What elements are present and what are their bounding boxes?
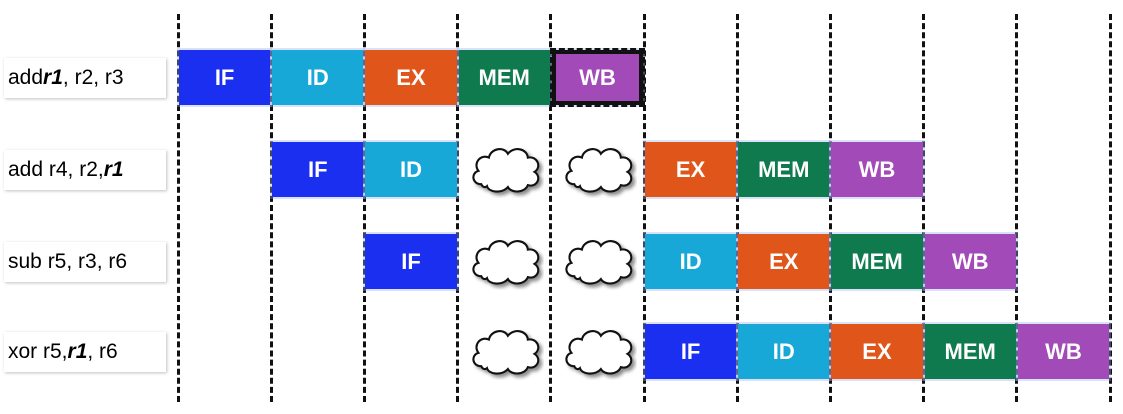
instruction-label: xor r5, r1, r6	[4, 331, 166, 372]
cycle-boundary-line	[362, 14, 366, 402]
instruction-label: sub r5, r3, r6	[4, 241, 166, 282]
instruction-label: add r1, r2, r3	[4, 57, 166, 98]
stage-ex: EX	[831, 324, 923, 379]
stage-mem: MEM	[738, 142, 830, 197]
stage-wb: WB	[831, 142, 923, 197]
stage-ex: EX	[645, 142, 737, 197]
stall-bubble-icon	[561, 140, 637, 203]
stage-mem: MEM	[924, 324, 1016, 379]
instruction-text: xor r5,	[8, 339, 68, 363]
cycle-boundary-line	[642, 14, 646, 402]
stage-wb: WB	[1017, 324, 1109, 379]
instruction-text: add r4, r2,	[8, 157, 104, 181]
cycle-boundary-line	[176, 14, 180, 402]
instruction-label: add r4, r2, r1	[4, 149, 166, 190]
stall-bubble-icon	[561, 232, 637, 295]
stage-ex: EX	[738, 234, 830, 289]
highlighted-register: r1	[67, 339, 88, 363]
stage-id: ID	[272, 50, 364, 105]
stage-wb: WB	[924, 234, 1016, 289]
stage-ex: EX	[365, 50, 457, 105]
cycle-boundary-line	[549, 14, 553, 402]
cycle-boundary-line	[456, 14, 460, 402]
cycle-boundary-line	[922, 14, 926, 402]
cycle-boundary-line	[269, 14, 273, 402]
stall-bubble-icon	[561, 322, 637, 385]
stall-bubble-icon	[468, 140, 544, 203]
stage-if: IF	[645, 324, 737, 379]
instruction-text: sub r5, r3, r6	[8, 249, 128, 273]
cycle-boundary-line	[1108, 14, 1112, 402]
highlighted-register: r1	[43, 65, 63, 89]
instruction-text: , r6	[87, 339, 118, 363]
instruction-text: , r2, r3	[62, 65, 124, 89]
stage-if: IF	[272, 142, 364, 197]
cycle-boundary-line	[828, 14, 832, 402]
stage-if: IF	[365, 234, 457, 289]
instruction-text: add	[8, 65, 44, 89]
stage-if: IF	[179, 50, 271, 105]
stage-mem: MEM	[458, 50, 550, 105]
stage-id: ID	[365, 142, 457, 197]
cycle-boundary-line	[1015, 14, 1019, 402]
highlighted-register: r1	[103, 157, 124, 181]
cycle-boundary-line	[735, 14, 739, 402]
stage-wb: WB	[549, 48, 645, 107]
stage-mem: MEM	[831, 234, 923, 289]
stage-id: ID	[738, 324, 830, 379]
stall-bubble-icon	[468, 232, 544, 295]
stall-bubble-icon	[468, 322, 544, 385]
stage-id: ID	[645, 234, 737, 289]
